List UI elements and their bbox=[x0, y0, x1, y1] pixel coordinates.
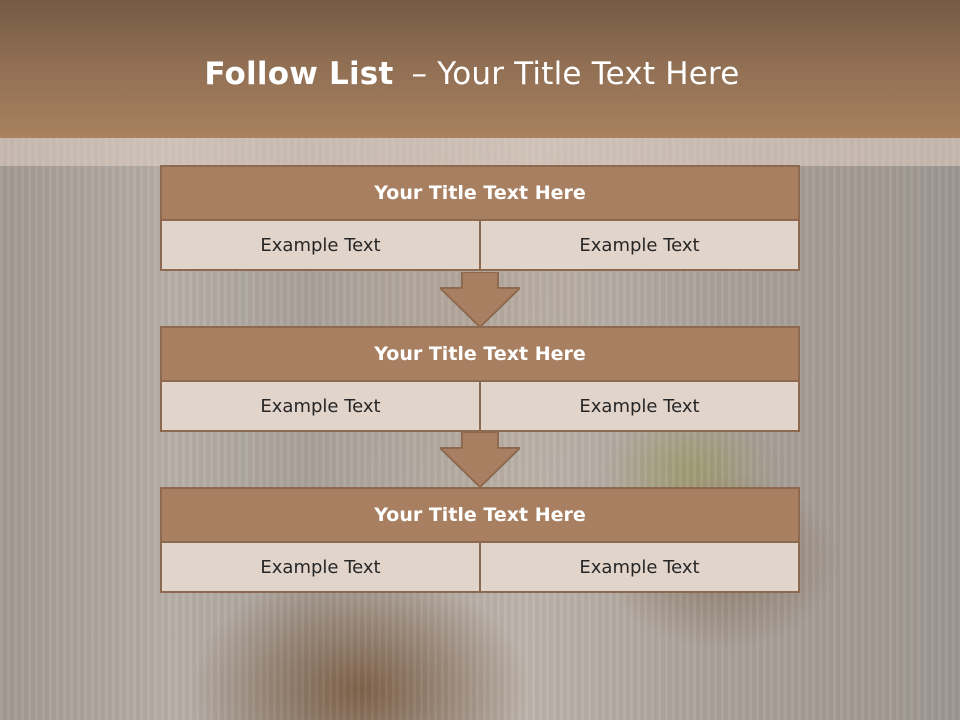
down-arrow-icon bbox=[440, 432, 520, 488]
list-block: Your Title Text Here Example Text Exampl… bbox=[160, 487, 800, 593]
slide-title-bold: Follow List bbox=[204, 56, 394, 92]
block-cell-left: Example Text bbox=[260, 234, 381, 256]
block-row: Example Text Example Text bbox=[160, 543, 800, 593]
header-band bbox=[0, 0, 960, 138]
block-row: Example Text Example Text bbox=[160, 382, 800, 432]
block-title: Your Title Text Here bbox=[160, 165, 800, 221]
block-cell-right: Example Text bbox=[479, 221, 798, 269]
block-title: Your Title Text Here bbox=[160, 326, 800, 382]
slide-title-rest: Your Title Text Here bbox=[437, 56, 740, 92]
list-block: Your Title Text Here Example Text Exampl… bbox=[160, 326, 800, 432]
slide-title-dash: – bbox=[411, 56, 428, 92]
block-cell-left: Example Text bbox=[260, 395, 381, 417]
block-cell-left: Example Text bbox=[260, 556, 381, 578]
slide-title: Follow List–Your Title Text Here bbox=[0, 56, 944, 92]
header-strip bbox=[0, 138, 960, 166]
block-cell-right: Example Text bbox=[479, 543, 798, 591]
block-title: Your Title Text Here bbox=[160, 487, 800, 543]
down-arrow-icon bbox=[440, 272, 520, 328]
block-row: Example Text Example Text bbox=[160, 221, 800, 271]
list-block: Your Title Text Here Example Text Exampl… bbox=[160, 165, 800, 271]
block-cell-right: Example Text bbox=[479, 382, 798, 430]
